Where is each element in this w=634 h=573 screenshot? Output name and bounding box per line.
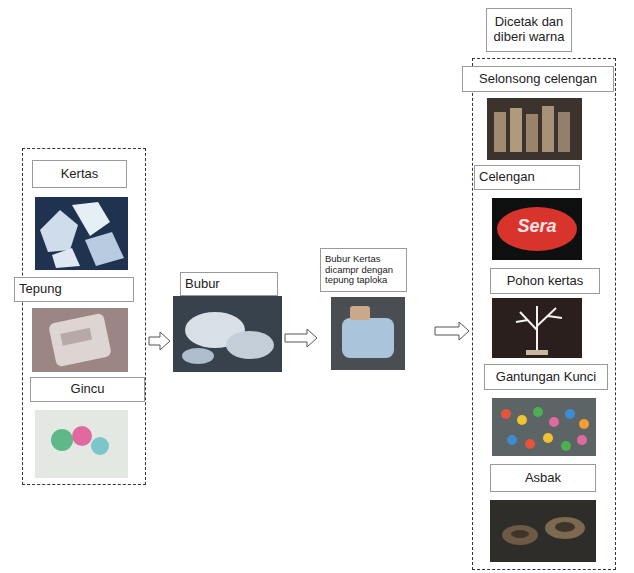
ashtray (502, 525, 538, 545)
photo-ground (35, 197, 128, 270)
tree-base (526, 350, 548, 355)
ashtray (545, 517, 585, 539)
step-node: Gincu (30, 377, 145, 478)
mix-bag (342, 318, 394, 358)
step-label: Bubur (180, 272, 278, 296)
step-label: Asbak (490, 464, 596, 492)
block-arrow (149, 332, 170, 350)
step-node: Pohon kertas (490, 268, 600, 358)
photo-bubur (173, 296, 282, 372)
photo-celengan (492, 198, 582, 260)
paper-scrap (72, 202, 110, 236)
paper-scrap (85, 232, 124, 266)
step-node: Celengan (474, 165, 582, 260)
tube (558, 112, 570, 152)
tube (526, 114, 538, 152)
tube (494, 112, 506, 152)
ashtray-hollow (511, 530, 529, 538)
paper-scrap (52, 248, 80, 268)
step-label: Celengan (474, 165, 580, 190)
keychain (577, 435, 587, 445)
step-node: Kertas (32, 160, 128, 270)
paper-tree (516, 306, 562, 352)
ashtray-hollow (555, 522, 575, 532)
dashed-group: KertasTepungGincu (22, 148, 146, 485)
paper-scrap (40, 210, 78, 252)
dashed-group: Dicetak dan diberi warnaSelonsong celeng… (472, 58, 616, 570)
photo-ground (492, 298, 582, 358)
pulp (226, 331, 274, 359)
step-node: Bubur Kertas dicampr dengan tepung taplo… (320, 248, 410, 370)
photo-ground (490, 500, 596, 562)
keychain (501, 409, 511, 419)
step-label: Gantungan Kunci (484, 364, 608, 390)
photo-pohon (492, 298, 582, 358)
keychain (517, 415, 527, 425)
step-label: Gincu (30, 377, 145, 402)
step-label: Tepung (14, 277, 134, 302)
photo-asbak (490, 500, 596, 562)
step-label: Kertas (32, 160, 127, 188)
photo-ground (492, 398, 596, 456)
tube (510, 108, 522, 152)
step-label: Dicetak dan diberi warna (486, 8, 572, 52)
hands (350, 306, 370, 320)
photo-selonsong (487, 98, 582, 160)
keychain (561, 441, 571, 451)
photo-mixing (331, 297, 405, 370)
step-label: Bubur Kertas dicampr dengan tepung taplo… (320, 248, 407, 292)
tube (542, 106, 554, 152)
block-arrow (285, 329, 317, 347)
photo-kertas (35, 197, 128, 270)
keychain (579, 419, 589, 429)
photo-gantungan (492, 398, 596, 456)
keychain (543, 433, 553, 443)
keychain (525, 439, 535, 449)
step-node: Bubur (173, 272, 282, 372)
photo-gincu (35, 410, 128, 478)
pulp (182, 348, 214, 364)
piggy-bank (497, 207, 577, 251)
photo-ground (35, 410, 128, 478)
photo-ground (492, 198, 582, 260)
step-node: Tepung (14, 277, 134, 372)
dye-blob (72, 426, 92, 446)
step-label: Pohon kertas (490, 268, 600, 294)
photo-tepung (32, 308, 128, 372)
keychain (533, 407, 543, 417)
photo-ground (32, 308, 128, 372)
step-node: Selonsong celengan (462, 66, 614, 160)
photo-text: Sera (512, 216, 562, 237)
step-label: Selonsong celengan (462, 66, 614, 92)
keychain (507, 435, 517, 445)
photo-ground (487, 98, 582, 160)
step-node: Asbak (490, 464, 596, 562)
dye-blob (91, 437, 109, 455)
photo-ground (173, 296, 282, 372)
keychain (549, 417, 559, 427)
dye-blob (51, 429, 73, 451)
photo-ground (331, 297, 405, 370)
keychain (565, 409, 575, 419)
block-arrow (435, 322, 469, 340)
step-node: Gantungan Kunci (484, 364, 608, 456)
flour-bag (48, 313, 112, 368)
bag-print (60, 328, 92, 346)
